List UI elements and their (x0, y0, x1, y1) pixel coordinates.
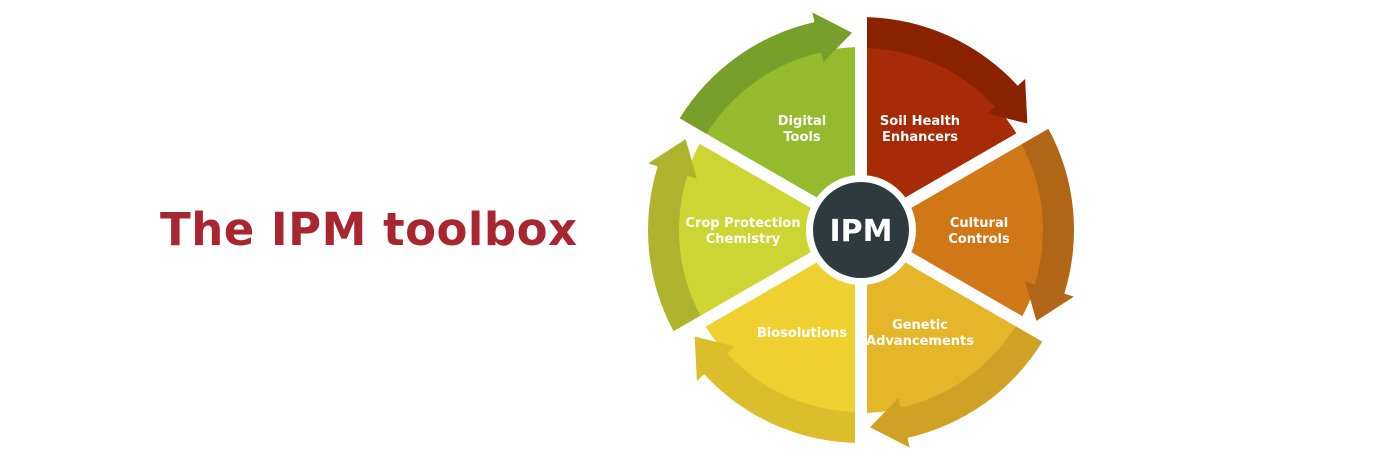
arrow-icon (679, 12, 852, 135)
arrow-icon (870, 325, 1043, 448)
center-label: IPM (829, 214, 892, 249)
arrow-icon (866, 17, 1028, 124)
segment-body (705, 47, 861, 230)
segment-body (678, 143, 861, 317)
segment-body (861, 230, 1017, 413)
segment-biosolutions: Biosolutions (694, 230, 861, 443)
segment-label: Biosolutions (757, 326, 848, 341)
arrow-icon (648, 139, 701, 332)
page-title: The IPM toolbox (160, 203, 578, 256)
arrow-icon (1021, 128, 1074, 321)
segment-body (861, 47, 1017, 230)
center-circle-inner (813, 182, 909, 278)
segment-body (705, 230, 861, 413)
arrow-icon (694, 336, 856, 443)
segment-body (861, 143, 1044, 317)
